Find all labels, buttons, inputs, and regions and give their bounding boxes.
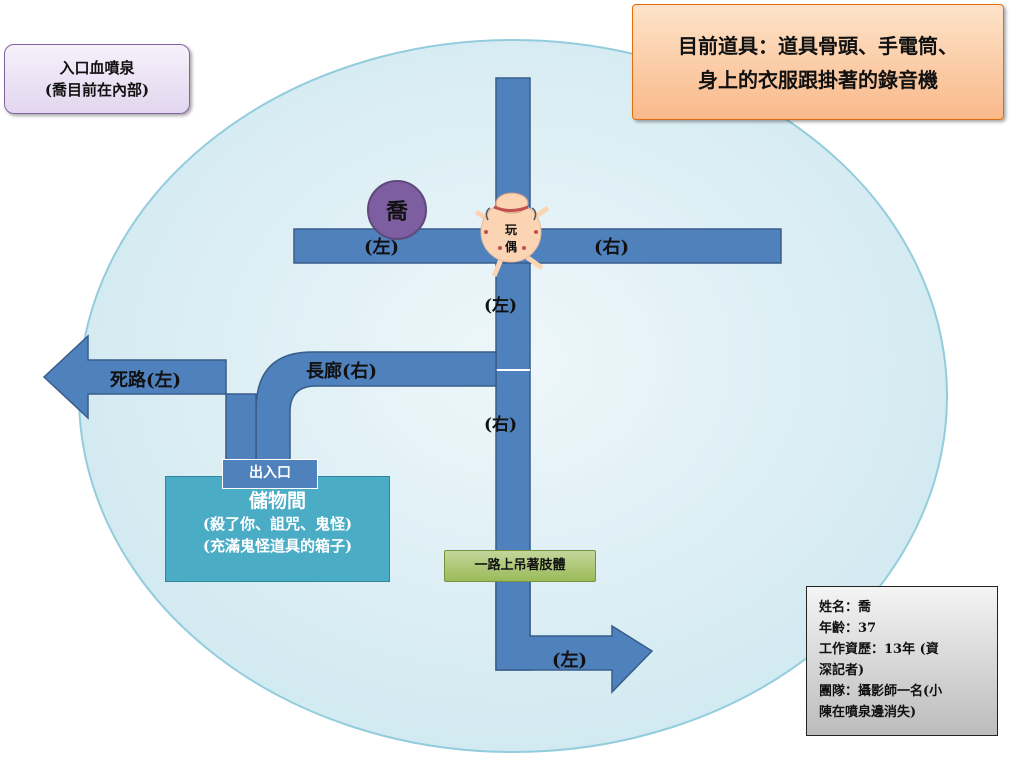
profile-name: 姓名：喬 — [819, 600, 872, 615]
fountain-entrance-box: 入口血噴泉 (喬目前在內部) — [4, 44, 190, 114]
vertical-right-label: (右) — [484, 415, 518, 435]
fountain-title: 入口血噴泉 — [59, 59, 135, 77]
crossroad-right-label: (右) — [594, 237, 630, 258]
doll-label-line2: 偶 — [505, 239, 517, 254]
items-line-1: 目前道具：道具骨頭、手電筒、 — [678, 34, 958, 58]
profile-career-line-1: 工作資歷：13年 (資 — [819, 642, 939, 657]
storage-room-name: 儲物間 — [248, 490, 306, 512]
character-profile-card: 姓名：喬 年齡：37 工作資歷：13年 (資 深記者) 團隊：攝影師一名(小 陳… — [806, 586, 998, 736]
crossroad-left-label: (左) — [364, 237, 400, 258]
profile-career-line-2: 深記者) — [819, 663, 865, 678]
items-line-2: 身上的衣服跟掛著的錄音機 — [698, 68, 938, 92]
storage-room-contents: (充滿鬼怪道具的箱子) — [202, 537, 353, 555]
hanging-limbs-label: 一路上吊著肢體 — [444, 550, 596, 582]
joe-marker[interactable] — [367, 180, 427, 240]
joe-label: 喬 — [385, 199, 408, 225]
fountain-note: (喬目前在內部) — [44, 81, 150, 99]
profile-age: 年齡：37 — [819, 621, 877, 636]
vertical-left-label: (左) — [484, 296, 518, 316]
corridor-right-label: 長廊(右) — [306, 361, 378, 382]
doll-figure[interactable] — [474, 192, 550, 277]
current-items-box: 目前道具：道具骨頭、手電筒、 身上的衣服跟掛著的錄音機 — [632, 4, 1004, 120]
storage-entrance-label[interactable]: 出入口 — [222, 459, 318, 489]
profile-team-line-2: 陳在噴泉邊消失) — [819, 705, 917, 720]
storage-room-dangers: (殺了你、詛咒、鬼怪) — [202, 515, 353, 533]
storage-room[interactable]: 儲物間 (殺了你、詛咒、鬼怪) (充滿鬼怪道具的箱子) — [165, 476, 390, 582]
bottom-left-label: (左) — [552, 650, 588, 671]
profile-team-line-1: 團隊：攝影師一名(小 — [819, 684, 943, 699]
dead-end-left-label: 死路(左) — [110, 370, 182, 391]
bottom-right-arrow-path[interactable] — [495, 579, 654, 694]
doll-label-line1: 玩 — [505, 223, 517, 237]
dead-end-path[interactable] — [42, 334, 257, 467]
